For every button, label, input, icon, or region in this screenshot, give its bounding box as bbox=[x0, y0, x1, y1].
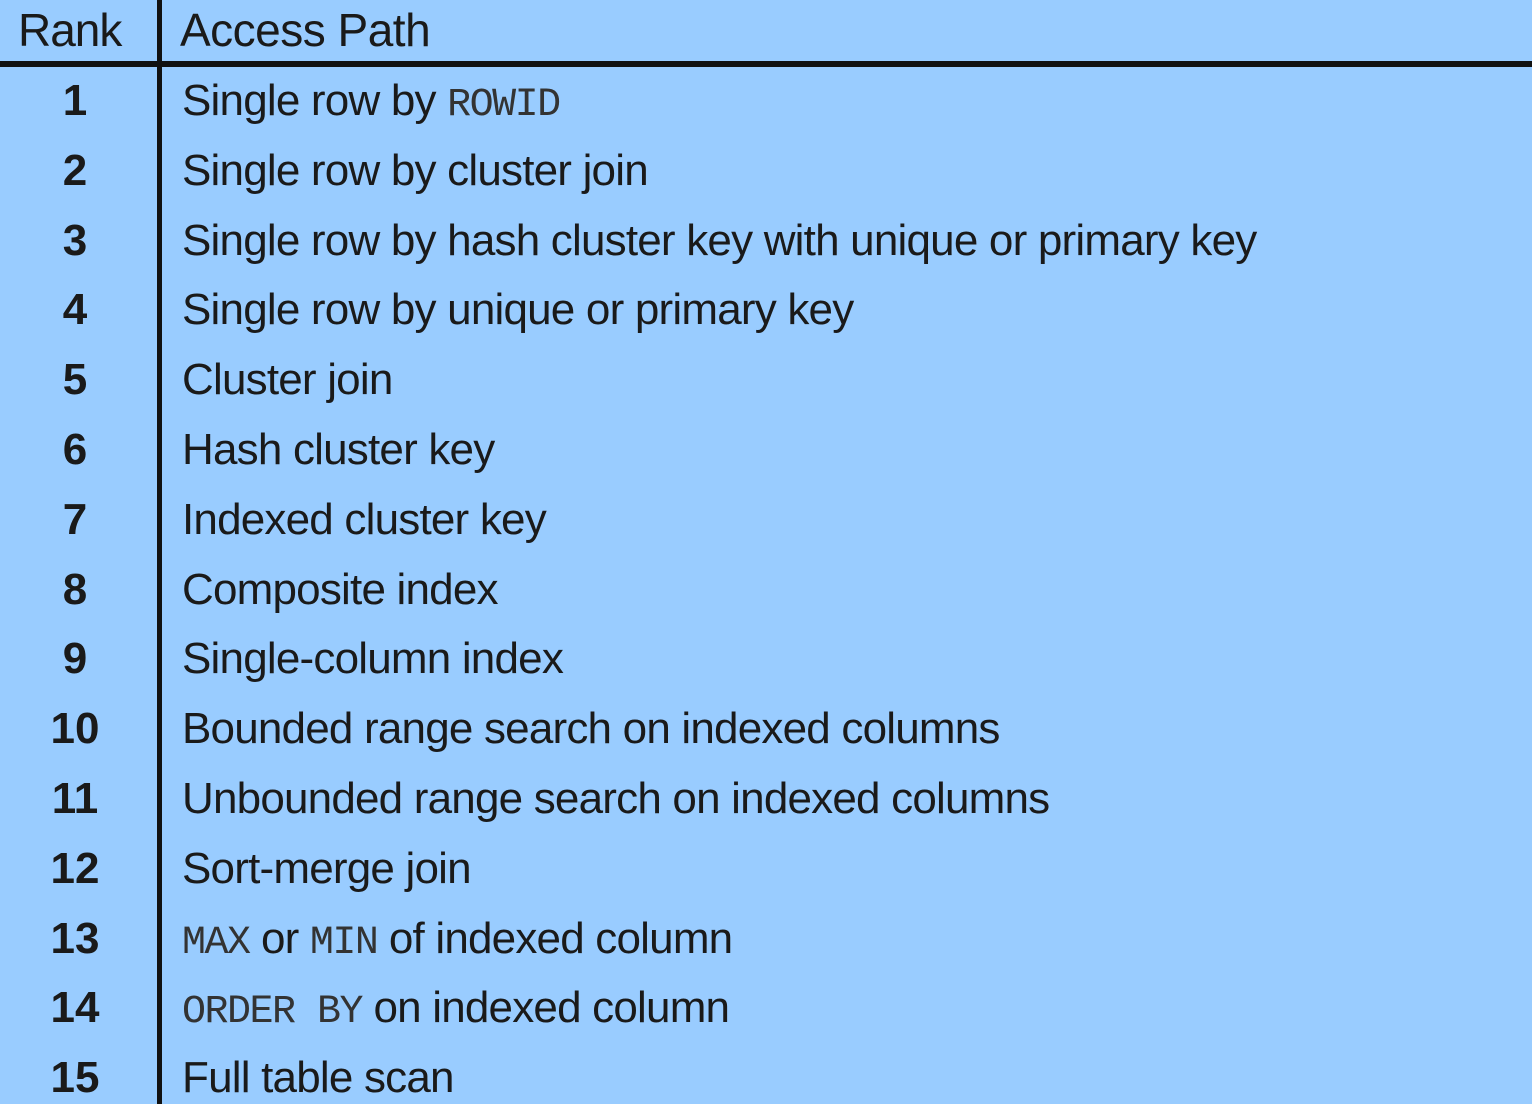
table-row: 1 Single row by ROWID bbox=[0, 67, 1532, 137]
column-divider bbox=[157, 0, 162, 1104]
rank-cell: 12 bbox=[50, 843, 100, 893]
access-path-cell: Indexed cluster key bbox=[182, 492, 547, 548]
table-row: 2 Single row by cluster join bbox=[0, 137, 1532, 207]
table-row: 4 Single row by unique or primary key bbox=[0, 276, 1532, 346]
path-text: Unbounded range search on indexed column… bbox=[182, 773, 1050, 823]
table-row: 12 Sort-merge join bbox=[0, 835, 1532, 905]
path-text: Single row by unique or primary key bbox=[182, 285, 854, 335]
access-path-cell: ORDER BY on indexed column bbox=[182, 980, 730, 1041]
access-path-cell: Cluster join bbox=[182, 352, 393, 408]
path-text: or bbox=[249, 913, 310, 963]
header-access-path: Access Path bbox=[180, 4, 431, 56]
rank-cell: 9 bbox=[62, 634, 88, 684]
path-text: Indexed cluster key bbox=[182, 494, 547, 544]
access-path-cell: Sort-merge join bbox=[182, 841, 472, 897]
path-text: of indexed column bbox=[377, 913, 733, 963]
path-text: Bounded range search on indexed columns bbox=[182, 704, 1000, 754]
rank-cell: 7 bbox=[62, 494, 88, 544]
table-row: 10 Bounded range search on indexed column… bbox=[0, 695, 1532, 765]
rank-cell: 1 bbox=[62, 76, 88, 125]
access-path-cell: Single row by unique or primary key bbox=[182, 282, 854, 338]
path-text: on indexed column bbox=[362, 983, 730, 1033]
table-row: 9 Single-column index bbox=[0, 625, 1532, 695]
table-row: 14 ORDER BY on indexed column bbox=[0, 974, 1532, 1044]
rank-cell: 4 bbox=[62, 285, 88, 335]
path-text: Cluster join bbox=[182, 355, 393, 405]
path-text: Sort-merge join bbox=[182, 843, 472, 893]
access-path-cell: Hash cluster key bbox=[182, 422, 495, 478]
path-text: Single-column index bbox=[182, 634, 564, 684]
rank-cell: 15 bbox=[50, 1053, 100, 1103]
access-path-cell: Single row by hash cluster key with uniq… bbox=[182, 213, 1257, 269]
table-row: 7 Indexed cluster key bbox=[0, 486, 1532, 556]
header-divider bbox=[0, 61, 1532, 67]
path-text: Composite index bbox=[182, 564, 499, 614]
header-rank: Rank bbox=[18, 4, 122, 56]
table-row: 13 MAX or MIN of indexed column bbox=[0, 905, 1532, 975]
rank-cell: 3 bbox=[62, 215, 88, 265]
table-body: 1 Single row by ROWID 2 Single row by clust… bbox=[0, 67, 1532, 1104]
rank-cell: 5 bbox=[62, 355, 88, 405]
code-keyword: ORDER BY bbox=[182, 990, 364, 1036]
code-keyword: MAX bbox=[182, 920, 251, 966]
path-text: Single row by bbox=[182, 76, 448, 125]
table-row: 15 Full table scan bbox=[0, 1044, 1532, 1104]
rank-cell: 8 bbox=[62, 564, 88, 614]
table-header: Rank Access Path bbox=[0, 0, 1532, 61]
path-text: Full table scan bbox=[182, 1053, 455, 1103]
access-path-cell: Single row by ROWID bbox=[182, 73, 561, 134]
rank-cell: 11 bbox=[51, 773, 99, 823]
table-row: 3 Single row by hash cluster key with uni… bbox=[0, 207, 1532, 277]
access-path-cell: Full table scan bbox=[182, 1050, 455, 1104]
rank-cell: 13 bbox=[50, 913, 100, 963]
access-path-cell: Single-column index bbox=[182, 631, 564, 687]
access-path-cell: Bounded range search on indexed columns bbox=[182, 701, 1000, 757]
access-path-cell: Composite index bbox=[182, 562, 499, 618]
rank-cell: 6 bbox=[62, 424, 88, 474]
code-keyword: MIN bbox=[309, 920, 379, 966]
rank-cell: 10 bbox=[50, 704, 100, 754]
code-keyword: ROWID bbox=[447, 83, 561, 128]
table-row: 8 Composite index bbox=[0, 556, 1532, 626]
table-row: 11 Unbounded range search on indexed colu… bbox=[0, 765, 1532, 835]
path-text: Single row by hash cluster key with uniq… bbox=[182, 215, 1257, 265]
access-path-cell: MAX or MIN of indexed column bbox=[182, 911, 733, 972]
table-row: 6 Hash cluster key bbox=[0, 416, 1532, 486]
rank-cell: 2 bbox=[62, 145, 88, 195]
path-text: Single row by cluster join bbox=[182, 145, 649, 195]
access-path-cell: Unbounded range search on indexed column… bbox=[182, 771, 1050, 827]
access-path-cell: Single row by cluster join bbox=[182, 143, 649, 199]
table-row: 5 Cluster join bbox=[0, 346, 1532, 416]
rank-cell: 14 bbox=[50, 983, 100, 1033]
path-text: Hash cluster key bbox=[182, 424, 495, 474]
